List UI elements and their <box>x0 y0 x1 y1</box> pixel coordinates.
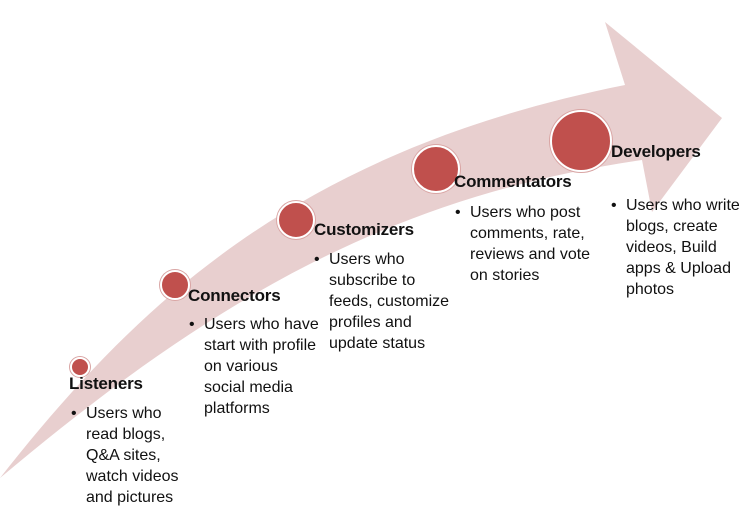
stage-description: Users who read blogs, Q&A sites, watch v… <box>70 403 196 508</box>
stage-dot <box>70 357 90 377</box>
stage-dot <box>160 270 190 300</box>
stage-title: Customizers <box>314 220 414 239</box>
stage-dot <box>550 110 612 172</box>
stage-title: Commentators <box>454 172 572 191</box>
stage-dot <box>412 145 460 193</box>
stage-title: Listeners <box>69 374 143 393</box>
stage-description: Users who write blogs, create videos, Bu… <box>610 195 740 300</box>
stage-dot <box>277 201 315 239</box>
arrow-shape <box>0 22 722 478</box>
stage-description: Users who subscribe to feeds, customize … <box>313 249 455 354</box>
stage-title: Developers <box>611 142 701 161</box>
stage-description: Users who post comments, rate, reviews a… <box>454 202 592 286</box>
stage-title: Connectors <box>188 286 281 305</box>
stage-description: Users who have start with profile on var… <box>188 314 319 419</box>
